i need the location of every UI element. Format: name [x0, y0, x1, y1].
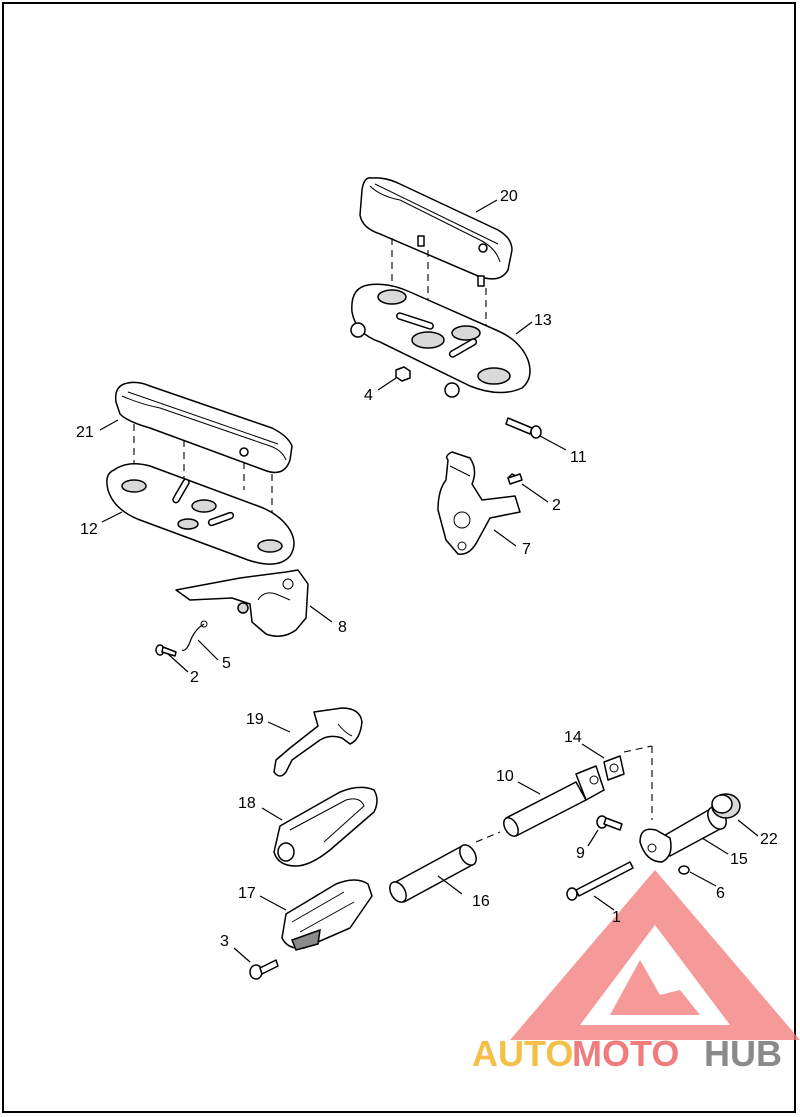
alignment-line: [475, 831, 501, 843]
part-2-screw-upper: [507, 473, 523, 485]
callout-13: 13: [534, 312, 552, 329]
part-13-footboard-bracket: [350, 283, 531, 398]
part-1-bolt: [566, 861, 634, 901]
callout-7: 7: [522, 541, 531, 558]
callout-14: 14: [564, 729, 582, 746]
part-20-footboard-pad: [359, 177, 513, 287]
part-22-end-cap: [711, 793, 741, 819]
callout-20: 20: [500, 188, 518, 205]
part-4-nut: [395, 366, 411, 382]
part-17-footpeg: [281, 879, 373, 951]
callout-21: 21: [76, 424, 94, 441]
alignment-line: [623, 745, 653, 753]
callout-18: 18: [238, 795, 256, 812]
watermark-text: AUTO MOTO HUB: [472, 1033, 782, 1074]
callout-6: 6: [716, 885, 725, 902]
part-21-footboard-pad: [114, 381, 293, 474]
watermark-moto: MOTO: [572, 1033, 679, 1074]
part-5-spring-clip: [181, 620, 208, 651]
part-8-footboard-mount: [175, 569, 309, 637]
part-11-screw: [505, 417, 542, 439]
part-18-pedal-cover: [273, 786, 378, 867]
leader-lines: [99, 199, 759, 963]
part-2-screw-lower: [155, 644, 177, 657]
part-10-pivot-shaft: [503, 765, 605, 837]
part-15-shaft: [639, 806, 727, 863]
part-3-screw: [249, 959, 279, 980]
part-14-washer: [603, 755, 625, 781]
watermark-hub: HUB: [704, 1033, 782, 1074]
callout-9: 9: [576, 845, 585, 862]
callout-12: 12: [80, 521, 98, 538]
callout-16: 16: [472, 893, 490, 910]
part-6-retaining-ring: [678, 865, 690, 875]
part-16-sleeve: [389, 844, 477, 903]
watermark-auto: AUTO: [472, 1033, 573, 1074]
part-9-pin: [596, 815, 623, 831]
watermark-triangle-logo: [510, 870, 800, 1040]
callout-19: 19: [246, 711, 264, 728]
callout-22: 22: [760, 831, 778, 848]
callout-11: 11: [570, 449, 587, 466]
callout-4: 4: [364, 387, 373, 404]
part-19-clamp: [273, 707, 363, 777]
callout-3: 3: [220, 933, 229, 950]
callout-5: 5: [222, 655, 231, 672]
callout-1: 1: [612, 909, 621, 926]
callout-2-upper: 2: [552, 497, 561, 514]
callout-17: 17: [238, 885, 256, 902]
callout-2-lower: 2: [190, 669, 199, 686]
callout-10: 10: [496, 768, 514, 785]
callout-15: 15: [730, 851, 748, 868]
part-12-footboard-plate: [106, 463, 295, 565]
part-7-mount-bracket: [437, 451, 521, 555]
callout-8: 8: [338, 619, 347, 636]
